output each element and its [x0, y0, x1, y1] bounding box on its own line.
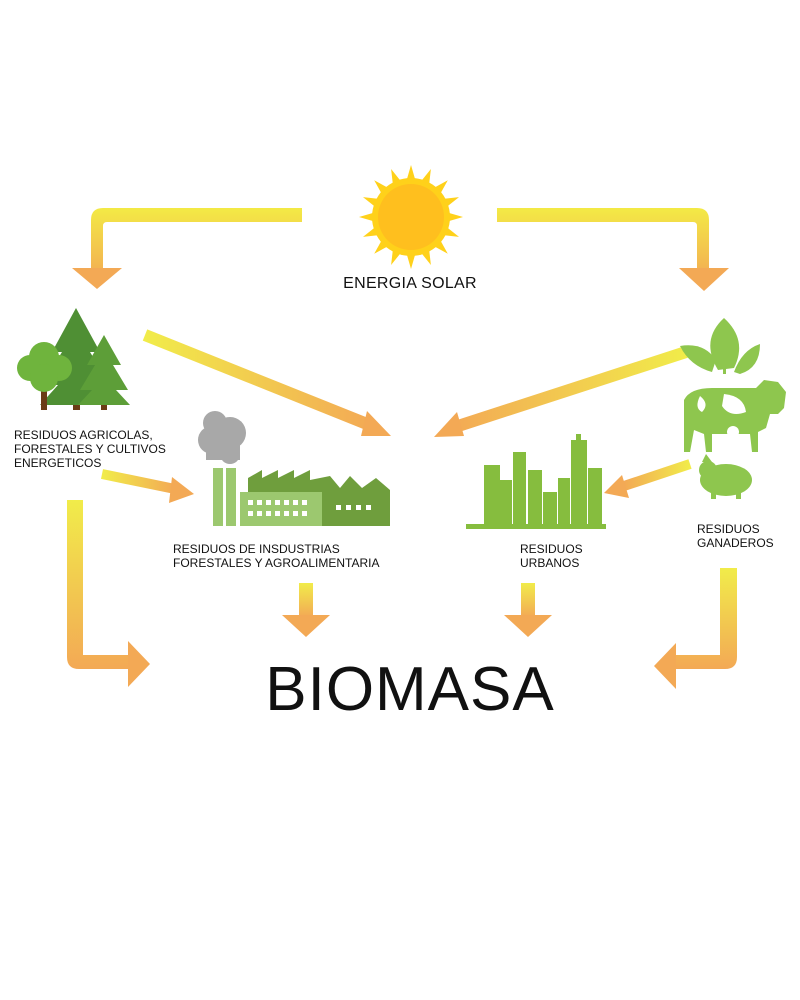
agricultural-waste-label: RESIDUOS AGRICOLAS, FORESTALES Y CULTIVO…	[14, 428, 166, 470]
solar-to-industry-arrow	[142, 329, 391, 436]
sun-ray	[406, 165, 416, 180]
livestock-to-biomasa-arrow	[654, 568, 737, 689]
agricultural-to-biomasa-arrow	[67, 500, 150, 687]
sun-ray	[363, 197, 378, 207]
sun-ray	[444, 197, 459, 207]
sun-ray	[359, 212, 374, 222]
sun-icon	[359, 165, 463, 269]
urban-waste-label: RESIDUOS URBANOS	[520, 542, 583, 570]
solar-to-livestock-arrow	[497, 208, 729, 291]
urban-to-biomasa-arrow	[504, 583, 552, 637]
livestock-waste-label: RESIDUOS GANADEROS	[697, 522, 774, 550]
pig-icon	[699, 454, 752, 499]
solar-energy-label: ENERGIA SOLAR	[343, 275, 477, 292]
sun-ray	[444, 227, 459, 237]
sun-ray	[421, 169, 431, 184]
city-icon	[466, 434, 606, 529]
solar-to-urban-arrow	[434, 346, 688, 437]
biomasa-title: BIOMASA	[265, 655, 555, 724]
sun-ray	[391, 169, 401, 184]
sun-ray	[391, 250, 401, 265]
industrial-waste-label: RESIDUOS DE INSDUSTRIAS FORESTALES Y AGR…	[173, 542, 380, 570]
trees-icon	[17, 308, 130, 410]
sun-ray	[363, 227, 378, 237]
factory-icon	[198, 411, 390, 526]
sun-ray	[406, 254, 416, 269]
plant-icon	[680, 318, 760, 374]
sun-ray	[421, 250, 431, 265]
industry-to-biomasa-arrow	[282, 583, 330, 637]
sun-ray	[448, 212, 463, 222]
cow-icon	[684, 380, 786, 452]
agricultural-to-industry-arrow	[100, 469, 194, 503]
solar-to-agricultural-arrow	[72, 208, 302, 289]
livestock-to-urban-arrow	[604, 459, 692, 498]
